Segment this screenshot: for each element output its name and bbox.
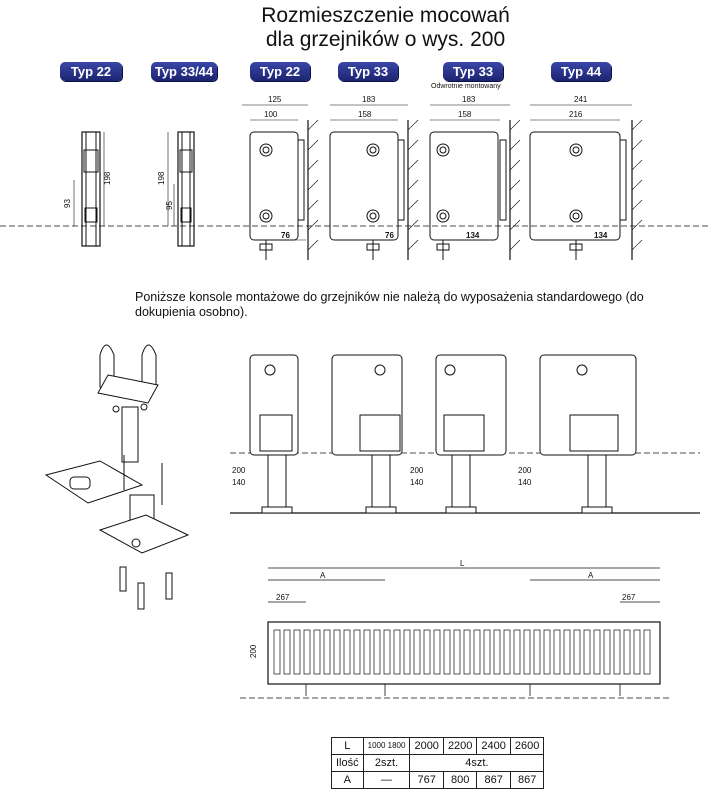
table-cell: 800 <box>442 771 478 789</box>
stand-exploded-view <box>44 344 190 610</box>
dim-b-low: 95 <box>165 201 174 210</box>
stand-typ-22 <box>249 354 299 514</box>
dim-s3-outer: 183 <box>462 95 476 104</box>
table-cell: 2szt. <box>362 754 411 772</box>
front-view-drawing: L A A 267 267 200 <box>240 560 670 699</box>
stand-dim-140-b: 140 <box>410 478 424 487</box>
badge-typ-22-a: Typ 22 <box>60 62 122 81</box>
dim-s3-bottom: 134 <box>466 231 480 240</box>
note-paragraph: Poniższe konsole montażowe do grzejników… <box>135 290 644 319</box>
table-cell: 2200 <box>442 737 478 755</box>
table-cell: 4szt. <box>409 754 545 772</box>
stand-dim-200-c: 200 <box>518 466 532 475</box>
dim-s4-inner: 216 <box>569 110 583 119</box>
table-cell: 2600 <box>509 737 545 755</box>
title-line-1: Rozmieszczenie mocowań <box>261 4 510 27</box>
section-typ-22 <box>242 104 309 260</box>
top-section-drawing: 198 93 198 95 125 100 76 183 158 76 183 … <box>0 95 711 260</box>
dim-s2-outer: 183 <box>362 95 376 104</box>
table-cell: 2000 <box>409 737 444 755</box>
dim-front-height: 200 <box>249 644 258 658</box>
badge-typ-33-b: Typ 33 <box>443 62 503 81</box>
bracket-b-side-view <box>167 131 195 247</box>
badge-note: Odwrotnie montowany <box>431 83 501 90</box>
title-line-2: dla grzejników o wys. 200 <box>265 28 506 51</box>
stand-typ-44 <box>539 354 637 514</box>
badge-typ-33-44: Typ 33/44 <box>151 62 217 81</box>
dim-s4-bottom: 134 <box>594 231 608 240</box>
spec-table: L 1000 1800 2000 2200 2400 2600 Ilość 2s… <box>331 737 545 789</box>
dim-s1-outer: 125 <box>268 95 282 104</box>
badge-typ-44: Typ 44 <box>551 62 611 81</box>
dim-s1-inner: 100 <box>264 110 278 119</box>
bracket-a-side-view <box>73 131 105 247</box>
dim-b-height: 198 <box>157 171 166 185</box>
stand-dim-140-c: 140 <box>518 478 532 487</box>
stand-dim-200-a: 200 <box>232 466 246 475</box>
section-typ-44 <box>529 104 633 260</box>
badge-typ-33-a: Typ 33 <box>338 62 398 81</box>
table-cell: L <box>331 737 364 755</box>
dim-s3-inner: 158 <box>458 110 472 119</box>
dim-s4-outer: 241 <box>574 95 588 104</box>
table-row: Ilość 2szt. 4szt. <box>331 754 545 772</box>
dim-A-right: A <box>588 571 594 580</box>
dim-a-height: 198 <box>103 171 112 185</box>
stand-typ-33-a <box>331 354 403 514</box>
stand-dim-140-a: 140 <box>232 478 246 487</box>
dim-267-right: 267 <box>622 593 636 602</box>
table-row: A — 767 800 867 867 <box>331 771 545 789</box>
table-cell: 767 <box>409 771 444 789</box>
dim-267-left: 267 <box>276 593 290 602</box>
dim-s2-inner: 158 <box>358 110 372 119</box>
dim-L: L <box>460 560 465 568</box>
table-cell: Ilość <box>331 754 364 772</box>
table-row: L 1000 1800 2000 2200 2400 2600 <box>331 737 545 755</box>
dim-s2-bottom: 76 <box>385 231 394 240</box>
table-cell: 1000 1800 <box>362 737 411 755</box>
table-cell: 867 <box>476 771 511 789</box>
section-typ-33-a <box>329 104 409 260</box>
stand-typ-33-b <box>435 354 507 514</box>
stand-dim-200-b: 200 <box>410 466 424 475</box>
table-cell: A <box>331 771 364 789</box>
table-cell: 867 <box>509 771 545 789</box>
table-cell: 2400 <box>476 737 511 755</box>
dim-a-low: 93 <box>63 199 72 208</box>
badge-typ-22-b: Typ 22 <box>250 62 310 81</box>
table-cell: — <box>362 771 411 789</box>
dim-A-left: A <box>320 571 326 580</box>
dim-s1-bottom: 76 <box>281 231 290 240</box>
stands-side-views: 200 140 200 140 200 140 <box>230 354 700 514</box>
